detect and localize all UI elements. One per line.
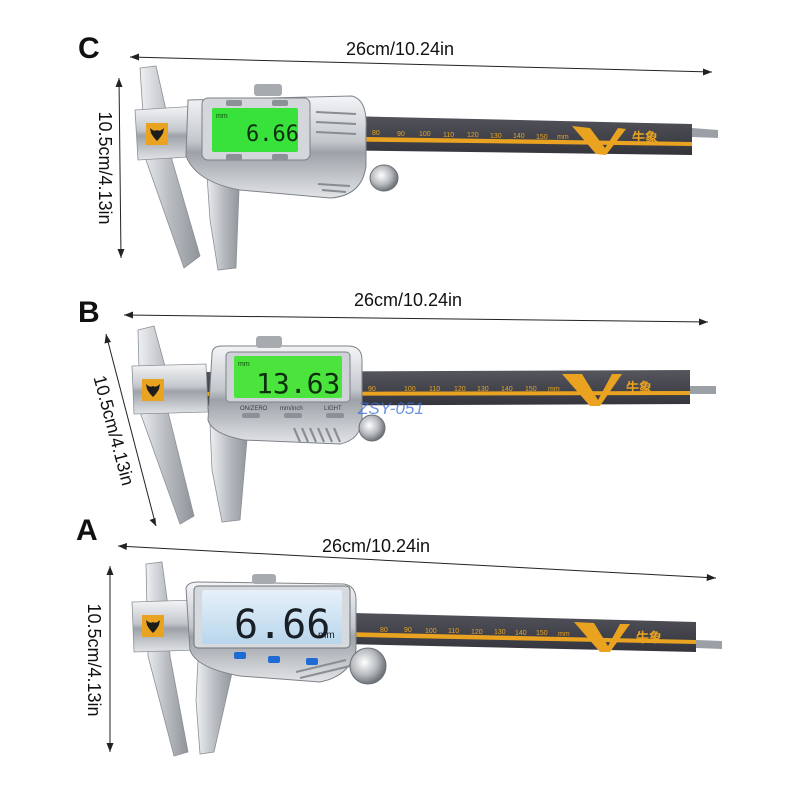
lcd-unit: mm xyxy=(216,113,228,120)
grip-grooves xyxy=(295,659,351,679)
height-dimension: 10.5cm/4.13in xyxy=(95,77,125,259)
button-slot xyxy=(272,100,288,106)
lcd-reading: 13.63 xyxy=(256,367,340,400)
scale-number: 140 xyxy=(513,133,525,140)
scale-number: 130 xyxy=(490,133,502,140)
scale-number: 140 xyxy=(501,386,513,393)
fixed-jaw xyxy=(137,325,195,525)
panel-letter: C xyxy=(78,32,100,65)
zigzag-graphic xyxy=(572,126,626,155)
brand-logo: 牛象 xyxy=(626,380,652,395)
thumb-wheel xyxy=(369,164,399,192)
scale-number: 130 xyxy=(477,386,489,393)
scale-number: 90 xyxy=(368,386,376,393)
scale-number: 110 xyxy=(448,628,459,635)
height-label: 10.5cm/4.13in xyxy=(84,603,104,716)
depth-screw xyxy=(252,574,276,584)
grip-grooves xyxy=(292,427,342,443)
lcd-unit: mm xyxy=(238,361,250,368)
lcd-unit: mm xyxy=(318,630,335,641)
width-dimension: 26cm/10.24in xyxy=(123,290,709,326)
button-labels: ON/ZERO mm/inch LIGHT xyxy=(240,406,342,412)
panel-a: A 26cm/10.24in 10.5cm/4.13in 80 90 100 1… xyxy=(76,514,722,757)
scale-number: 90 xyxy=(404,627,412,634)
depth-screw xyxy=(254,84,282,96)
scale-number: mm xyxy=(558,631,570,638)
scale-number: 120 xyxy=(467,132,479,139)
thumb-wheel xyxy=(358,414,386,442)
mm-inch-button xyxy=(284,413,302,418)
brand-logo: 牛象 xyxy=(632,130,658,145)
scale-number: 90 xyxy=(397,131,405,138)
panel-b: B 26cm/10.24in 10.5cm/4.13in 90 100 110 … xyxy=(78,290,716,527)
depth-screw xyxy=(256,336,282,348)
caliper-c: 80 90 100 110 120 130 140 150 mm 牛象 xyxy=(134,65,718,271)
scale-number: 120 xyxy=(454,386,466,393)
scale-number: 150 xyxy=(525,386,537,393)
thumb-wheel xyxy=(349,647,387,685)
button-label: mm/inch xyxy=(280,406,303,412)
zigzag-graphic xyxy=(574,622,630,652)
bull-head-icon xyxy=(142,615,164,637)
button-slot xyxy=(226,100,242,106)
fixed-jaw xyxy=(145,561,189,757)
grip-grooves xyxy=(315,111,357,193)
watermark: ZSY-051 xyxy=(357,399,424,418)
light-button xyxy=(326,413,344,418)
scale-number: mm xyxy=(548,386,560,393)
width-label: 26cm/10.24in xyxy=(322,536,430,556)
scale-number: 80 xyxy=(380,627,388,634)
lcd-reading: 6.66 xyxy=(234,602,330,648)
blue-button xyxy=(306,658,318,665)
width-label: 26cm/10.24in xyxy=(354,290,462,310)
width-dimension: 26cm/10.24in xyxy=(117,536,717,581)
scale-numbers: 80 90 100 110 120 130 140 150 mm xyxy=(380,627,570,638)
fixed-jaw xyxy=(139,65,201,269)
caliper-a: 80 90 100 110 120 130 140 150 mm 牛象 xyxy=(131,561,722,757)
scale-number: 140 xyxy=(515,630,527,637)
panel-letter: A xyxy=(76,514,98,547)
lcd-screen xyxy=(202,590,342,644)
scale-number: 110 xyxy=(443,132,454,139)
scale-number: 150 xyxy=(536,630,548,637)
panel-c: C 26cm/10.24in 10.5cm/4.13in 80 90 10 xyxy=(78,32,718,271)
height-label: 10.5cm/4.13in xyxy=(95,111,115,224)
scale-number: 110 xyxy=(429,386,440,393)
brand-logo: 牛象 xyxy=(636,630,662,645)
scale-numbers: 80 90 100 110 120 130 140 150 mm xyxy=(372,130,569,141)
scale-number: 80 xyxy=(372,130,380,137)
lcd-screen xyxy=(234,356,342,398)
lcd-screen xyxy=(212,108,298,152)
caliper-b: 90 100 110 120 130 140 150 mm 牛象 xyxy=(131,325,716,525)
button-label: ON/ZERO xyxy=(240,406,268,412)
scale-number: 130 xyxy=(494,629,506,636)
panel-letter: B xyxy=(78,296,100,329)
scale-number: 150 xyxy=(536,134,548,141)
bull-head-icon xyxy=(146,123,168,145)
scale-numbers: 90 100 110 120 130 140 150 mm xyxy=(368,386,560,393)
blue-button xyxy=(234,652,246,659)
on-zero-button xyxy=(242,413,260,418)
zigzag-graphic xyxy=(562,374,622,406)
moving-jaw xyxy=(195,659,235,755)
scale-number: 120 xyxy=(471,629,483,636)
scale-number: 100 xyxy=(419,131,431,138)
scale-number: 100 xyxy=(404,386,416,393)
button-slot xyxy=(226,154,242,160)
width-label: 26cm/10.24in xyxy=(346,39,454,59)
button-label: LIGHT xyxy=(324,406,342,412)
width-dimension: 26cm/10.24in xyxy=(129,39,713,76)
height-dimension: 10.5cm/4.13in xyxy=(84,566,114,752)
scale-number: 100 xyxy=(425,628,437,635)
button-slot xyxy=(272,154,288,160)
blue-button xyxy=(268,656,280,663)
scale-number: mm xyxy=(557,134,569,141)
lcd-reading: 6.66 xyxy=(246,122,299,147)
bull-head-icon xyxy=(142,379,164,401)
